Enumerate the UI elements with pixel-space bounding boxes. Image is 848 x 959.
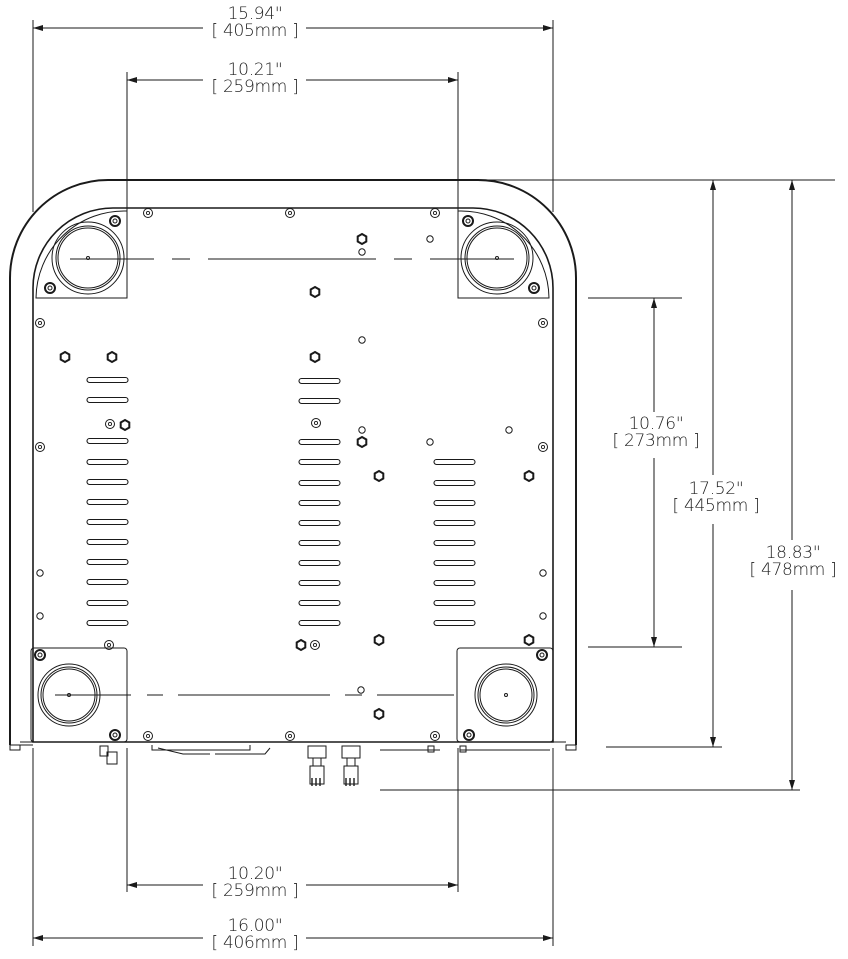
dim-overall-depth: 18.83" [ 478mm ]	[737, 545, 848, 579]
dim-body-depth: 17.52" [ 445mm ]	[660, 481, 772, 515]
top-right-foot	[457, 210, 550, 299]
rear-connectors	[99, 745, 550, 786]
binding-post-left	[307, 745, 327, 786]
binding-post-right	[341, 745, 361, 786]
dim-foot-depth-spacing: 10.76" [ 273mm ]	[602, 416, 710, 450]
perimeter-screws	[35, 208, 548, 741]
dim-bottom-foot-spacing: 10.20" [ 259mm ]	[204, 866, 306, 900]
hex-nuts	[59, 233, 535, 720]
dim-top-overall-width: 15.94" [ 405mm ]	[204, 6, 306, 40]
vent-slots	[86, 376, 476, 627]
center-vents	[298, 377, 341, 627]
left-vents	[86, 376, 129, 627]
dimension-lines	[32, 20, 835, 946]
dim-bottom-overall-width: 16.00" [ 406mm ]	[204, 918, 306, 952]
foot-screws	[34, 215, 548, 741]
feet	[30, 210, 554, 743]
bottom-right-foot	[456, 647, 554, 743]
centerlines	[55, 258, 514, 696]
right-vents	[433, 458, 476, 627]
top-left-foot	[35, 210, 128, 299]
dim-top-foot-spacing: 10.21" [ 259mm ]	[204, 62, 306, 96]
